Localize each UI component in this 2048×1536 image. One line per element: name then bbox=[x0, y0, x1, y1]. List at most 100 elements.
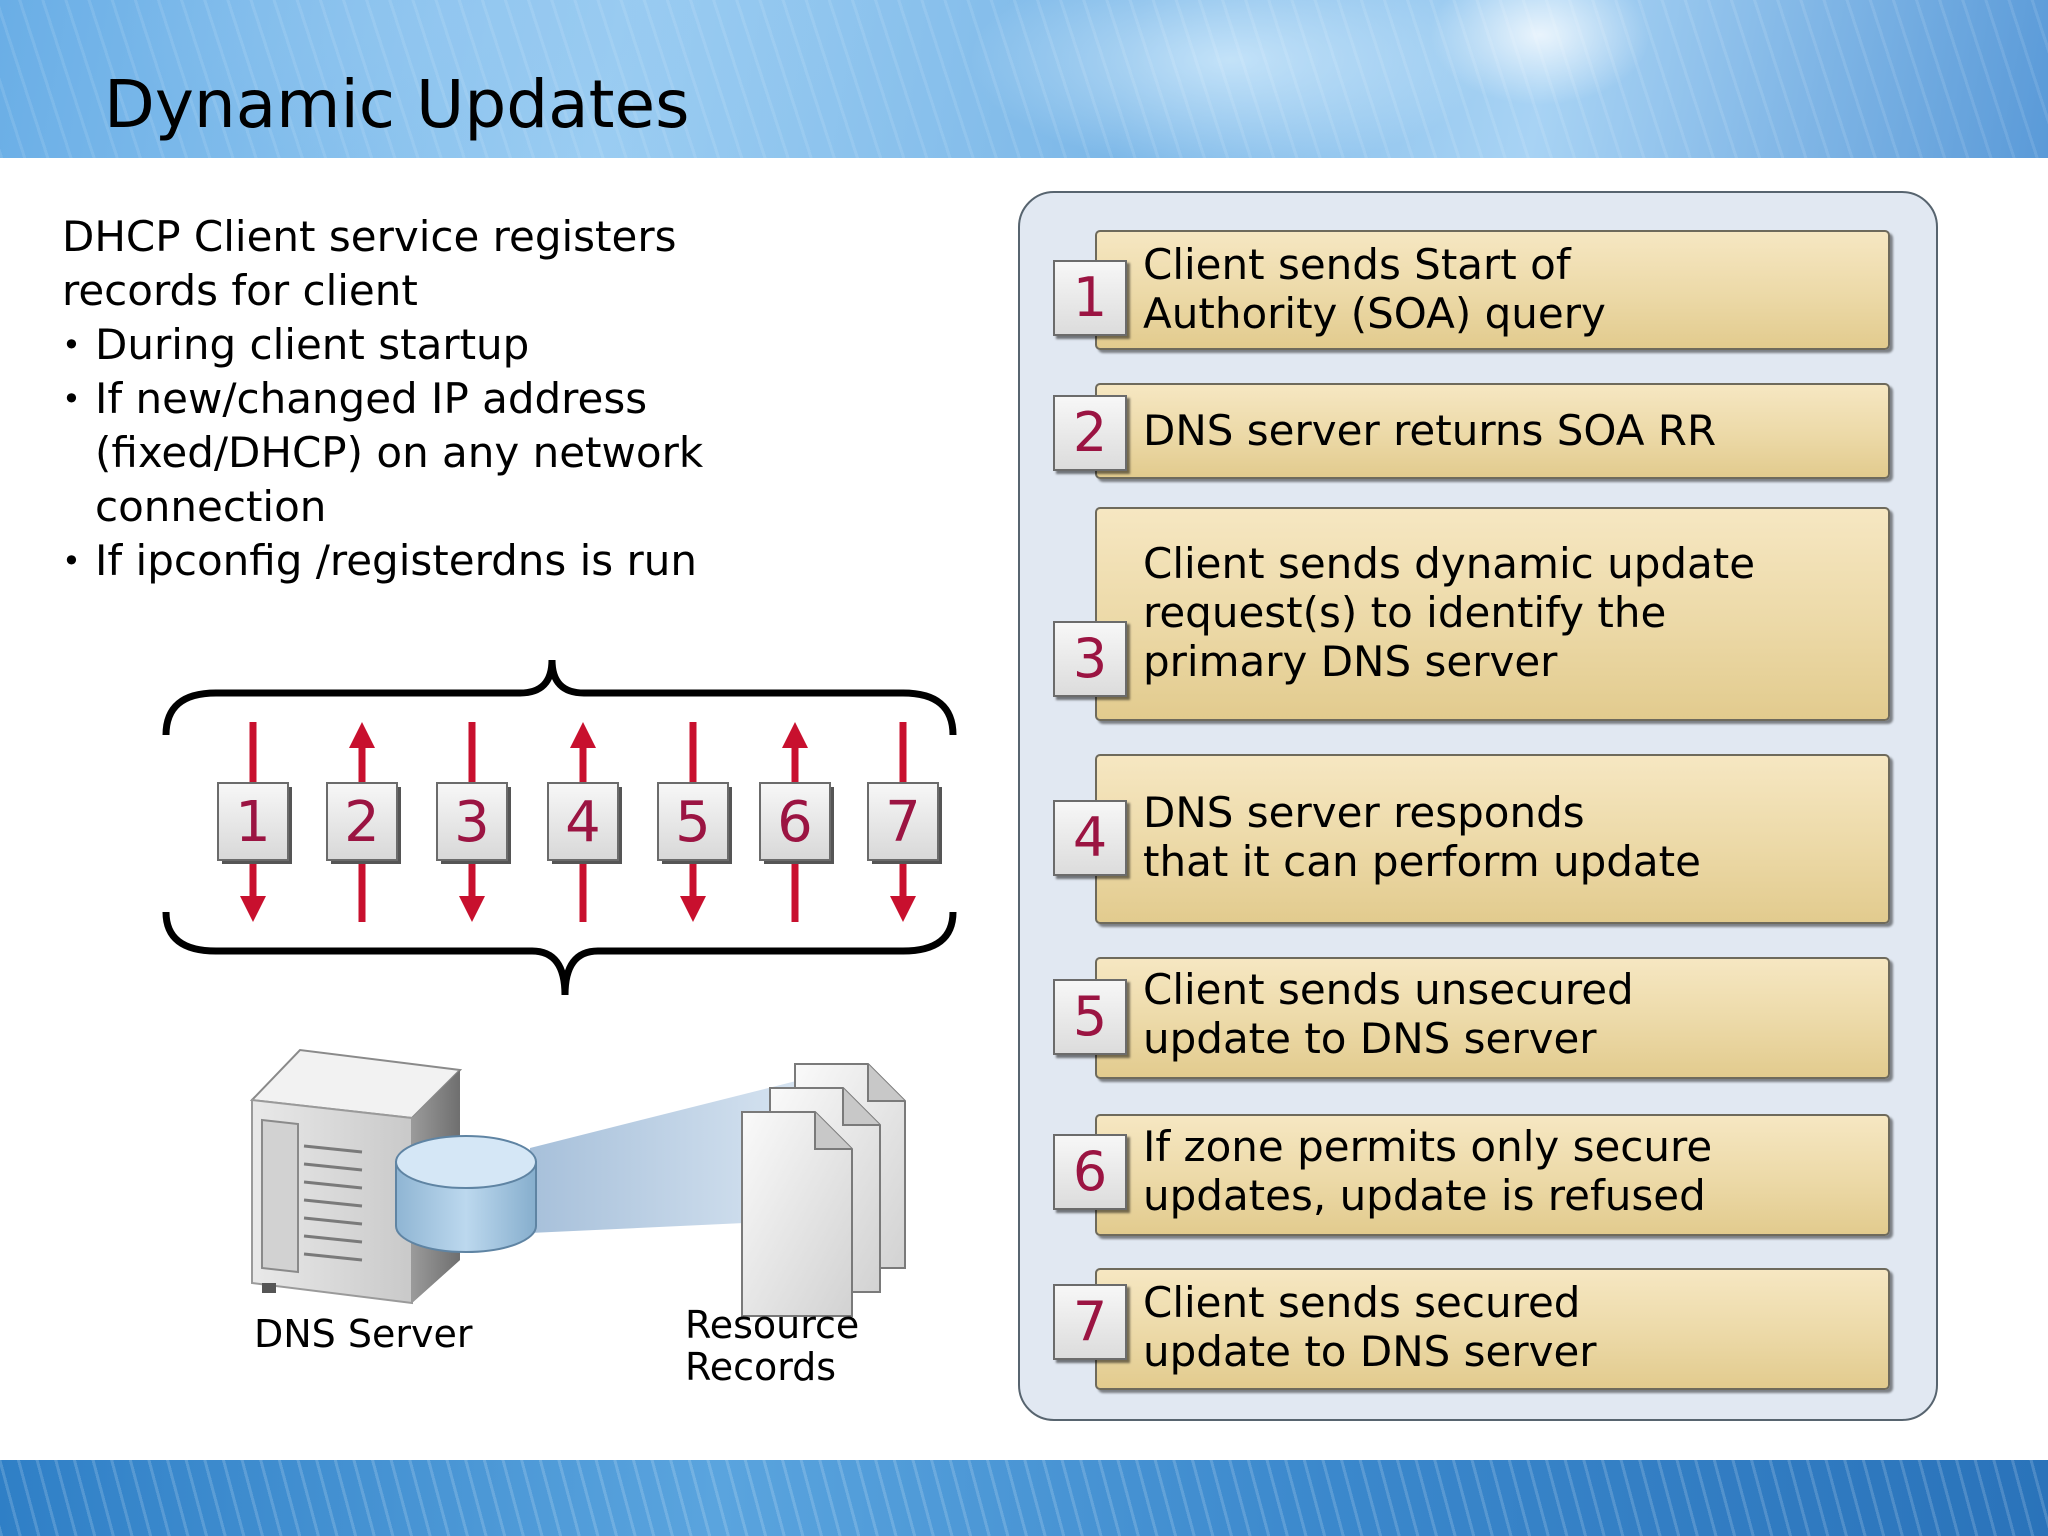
step-box bbox=[1095, 754, 1890, 924]
step-box bbox=[1095, 1268, 1890, 1390]
exchange-box bbox=[217, 782, 289, 861]
bullet-line: During client startup bbox=[95, 320, 530, 369]
arrow-down-icon bbox=[240, 896, 266, 922]
step-line: Authority (SOA) query bbox=[1143, 289, 1606, 338]
step-number: 2 bbox=[1053, 395, 1127, 471]
arrow-up-icon bbox=[570, 722, 596, 748]
database-icon bbox=[395, 1135, 537, 1253]
step-line: request(s) to identify the bbox=[1143, 588, 1667, 637]
exchange-box bbox=[436, 782, 508, 861]
bottom-brace bbox=[162, 911, 957, 996]
resource-records-icon bbox=[741, 1063, 906, 1317]
resource-records-label: Resource Records bbox=[685, 1304, 859, 1388]
title-banner bbox=[0, 0, 2048, 158]
step-number: 5 bbox=[1053, 979, 1127, 1055]
exchange-number: 7 bbox=[885, 790, 921, 855]
step-2: DNS server returns SOA RR 2 bbox=[1053, 383, 1890, 479]
arrow-up-icon bbox=[782, 722, 808, 748]
step-line: DNS server returns SOA RR bbox=[1143, 406, 1717, 455]
exchange-number: 3 bbox=[454, 790, 490, 855]
intro-text: DHCP Client service registers records fo… bbox=[62, 210, 782, 588]
step-text: DNS server returns SOA RR bbox=[1143, 406, 1880, 455]
step-line: updates, update is refused bbox=[1143, 1171, 1706, 1220]
step-line: update to DNS server bbox=[1143, 1327, 1597, 1376]
exchange-box bbox=[759, 782, 831, 861]
step-line: DNS server responds bbox=[1143, 788, 1585, 837]
step-line: Client sends dynamic update bbox=[1143, 539, 1756, 588]
bullet-item: • During client startup bbox=[62, 318, 782, 372]
arrow-down-icon bbox=[680, 896, 706, 922]
exchange-6: 6 bbox=[759, 722, 834, 922]
exchange-box bbox=[326, 782, 398, 861]
bullet-icon: • bbox=[62, 380, 81, 418]
step-line: Client sends Start of bbox=[1143, 240, 1571, 289]
bullet-icon: • bbox=[62, 326, 81, 364]
step-line: If zone permits only secure bbox=[1143, 1122, 1713, 1171]
step-box bbox=[1095, 1114, 1890, 1236]
banner-texture bbox=[0, 0, 2048, 158]
intro-bullet-list: • During client startup • If new/changed I… bbox=[62, 318, 782, 588]
step-line: primary DNS server bbox=[1143, 637, 1558, 686]
bullet-item: • If new/changed IP address (fixed/DHCP) o… bbox=[62, 372, 782, 534]
exchange-4: 4 bbox=[547, 722, 622, 922]
exchange-2: 2 bbox=[326, 722, 401, 922]
resource-records-line: Records bbox=[685, 1345, 837, 1389]
step-number: 7 bbox=[1053, 1284, 1127, 1360]
exchange-number: 5 bbox=[675, 790, 711, 855]
data-beam bbox=[530, 1080, 810, 1233]
bullet-line: connection bbox=[95, 482, 327, 531]
exchange-number: 6 bbox=[777, 790, 813, 855]
exchange-3: 3 bbox=[436, 722, 511, 922]
step-line: update to DNS server bbox=[1143, 1014, 1597, 1063]
arrow-up-icon bbox=[349, 722, 375, 748]
footer-texture bbox=[0, 1460, 2048, 1536]
exchange-number: 2 bbox=[344, 790, 380, 855]
step-box bbox=[1095, 507, 1890, 721]
step-number: 6 bbox=[1053, 1134, 1127, 1210]
arrow-down-icon bbox=[890, 896, 916, 922]
page-title: Dynamic Updates bbox=[104, 66, 690, 143]
exchange-arrows: 1 2 3 4 5 6 7 bbox=[217, 722, 942, 922]
step-number: 4 bbox=[1053, 800, 1127, 876]
resource-records-line: Resource bbox=[685, 1303, 860, 1347]
dns-server-label: DNS Server bbox=[254, 1312, 473, 1356]
step-line: Client sends unsecured bbox=[1143, 965, 1634, 1014]
arrow-down-icon bbox=[459, 896, 485, 922]
intro-line: records for client bbox=[62, 266, 418, 315]
exchange-box bbox=[657, 782, 729, 861]
bullet-line: (fixed/DHCP) on any network bbox=[95, 428, 704, 477]
intro-line: DHCP Client service registers bbox=[62, 212, 677, 261]
step-box bbox=[1095, 383, 1890, 479]
step-box bbox=[1095, 230, 1890, 350]
bullet-icon: • bbox=[62, 542, 81, 580]
step-line: that it can perform update bbox=[1143, 837, 1701, 886]
exchange-1: 1 bbox=[217, 722, 292, 922]
exchange-7: 7 bbox=[867, 722, 942, 922]
bullet-line: If new/changed IP address bbox=[95, 374, 648, 423]
exchange-number: 4 bbox=[565, 790, 601, 855]
footer-band bbox=[0, 1460, 2048, 1536]
bullet-line: If ipconfig /registerdns is run bbox=[95, 536, 698, 585]
exchange-box bbox=[867, 782, 939, 861]
exchange-number: 1 bbox=[235, 790, 271, 855]
step-number: 3 bbox=[1053, 621, 1127, 697]
exchange-5: 5 bbox=[657, 722, 732, 922]
step-line: Client sends secured bbox=[1143, 1278, 1581, 1327]
step-number: 1 bbox=[1053, 260, 1127, 336]
top-brace bbox=[162, 659, 957, 736]
exchange-box bbox=[547, 782, 619, 861]
bullet-item: • If ipconfig /registerdns is run bbox=[62, 534, 782, 588]
